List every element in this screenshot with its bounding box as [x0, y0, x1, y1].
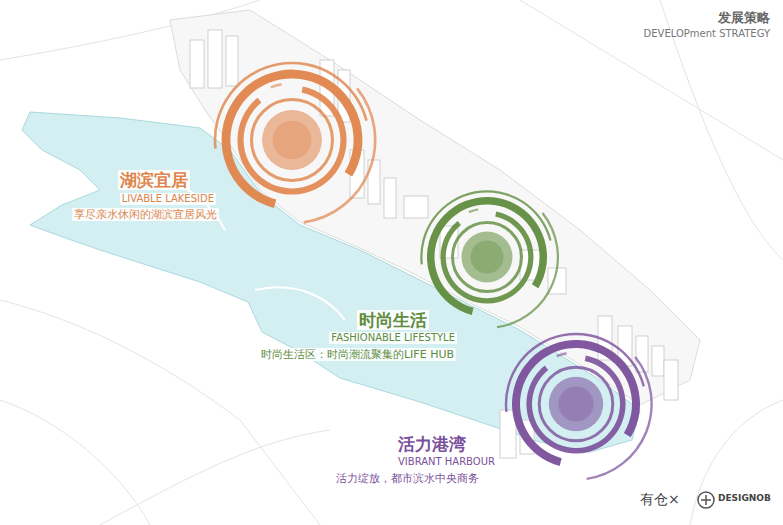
node-heading: 活力港湾 — [396, 434, 468, 454]
node-heading: 湖滨宜居 — [118, 170, 190, 190]
node-heading: 时尚生活 — [357, 310, 429, 330]
node-subheading: FASHIONABLE LIFESTYLE — [329, 332, 457, 344]
page-title: 发展策略 — [718, 10, 770, 26]
lake — [22, 112, 640, 452]
node-description: 享尽亲水休闲的湖滨宜居风光 — [72, 208, 219, 221]
watermark: 有仓× — [640, 491, 680, 508]
node-subheading: VIBRANT HARBOUR — [396, 456, 497, 468]
buildings — [190, 30, 678, 458]
ring-graphic — [412, 182, 562, 332]
node-description: 活力绽放，都市滨水中央商务 — [334, 472, 481, 485]
subtitle: DEVELOPment STRATEGY — [644, 28, 770, 40]
node-description: 时尚生活区：时尚潮流聚集的LIFE HUB — [259, 348, 456, 361]
ring-graphic — [204, 52, 380, 228]
strategy-circle: 湖滨宜居LIVABLE LAKESIDE享尽亲水休闲的湖滨宜居风光 — [204, 52, 380, 228]
watermark: DESIGNOB — [718, 493, 771, 504]
node-subheading: LIVABLE LAKESIDE — [120, 193, 216, 205]
logo-icon — [698, 492, 714, 508]
strategy-circle: 活力港湾VIBRANT HARBOUR活力绽放，都市滨水中央商务 — [496, 324, 656, 484]
ring-graphic — [496, 324, 656, 484]
strategy-circle: 时尚生活FASHIONABLE LIFESTYLE时尚生活区：时尚潮流聚集的LI… — [412, 182, 562, 332]
